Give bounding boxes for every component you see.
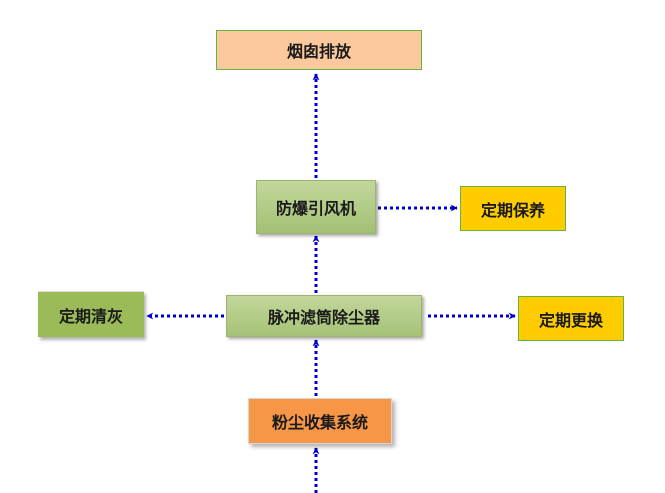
node-dust-collection-system: 粉尘收集系统 (248, 398, 392, 444)
node-regular-ash-cleaning: 定期清灰 (38, 291, 144, 337)
node-chimney-emission: 烟囱排放 (216, 30, 422, 70)
node-regular-replacement: 定期更换 (518, 296, 624, 341)
node-regular-maintenance: 定期保养 (460, 186, 566, 231)
node-explosion-proof-fan: 防爆引风机 (256, 180, 376, 234)
node-pulse-cartridge-filter: 脉冲滤筒除尘器 (226, 295, 422, 337)
